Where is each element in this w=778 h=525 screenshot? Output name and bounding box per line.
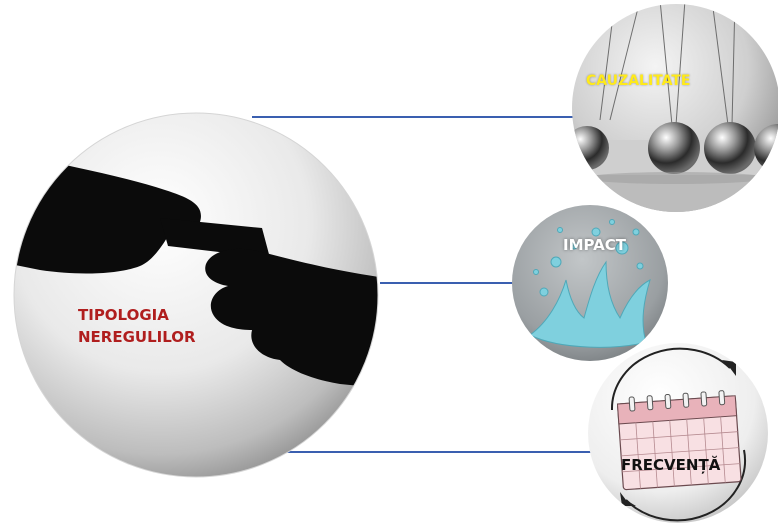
branch-label-cauzalitate: CAUZALITATE — [586, 73, 691, 89]
hands-exchanging-money-icon — [0, 113, 400, 477]
branch-label-impact: IMPACT — [563, 236, 626, 254]
liquid-splash-icon — [512, 205, 668, 361]
main-label-line1: TIPOLOGIA — [78, 304, 238, 326]
main-label-line2: NEREGULILOR — [78, 326, 238, 348]
calendar-cycle-icon — [588, 343, 768, 523]
branch-label-frecventa: FRECVENȚĂ — [621, 456, 720, 474]
main-node-label: TIPOLOGIA NEREGULILOR — [78, 304, 238, 348]
newtons-cradle-icon — [565, 0, 778, 220]
